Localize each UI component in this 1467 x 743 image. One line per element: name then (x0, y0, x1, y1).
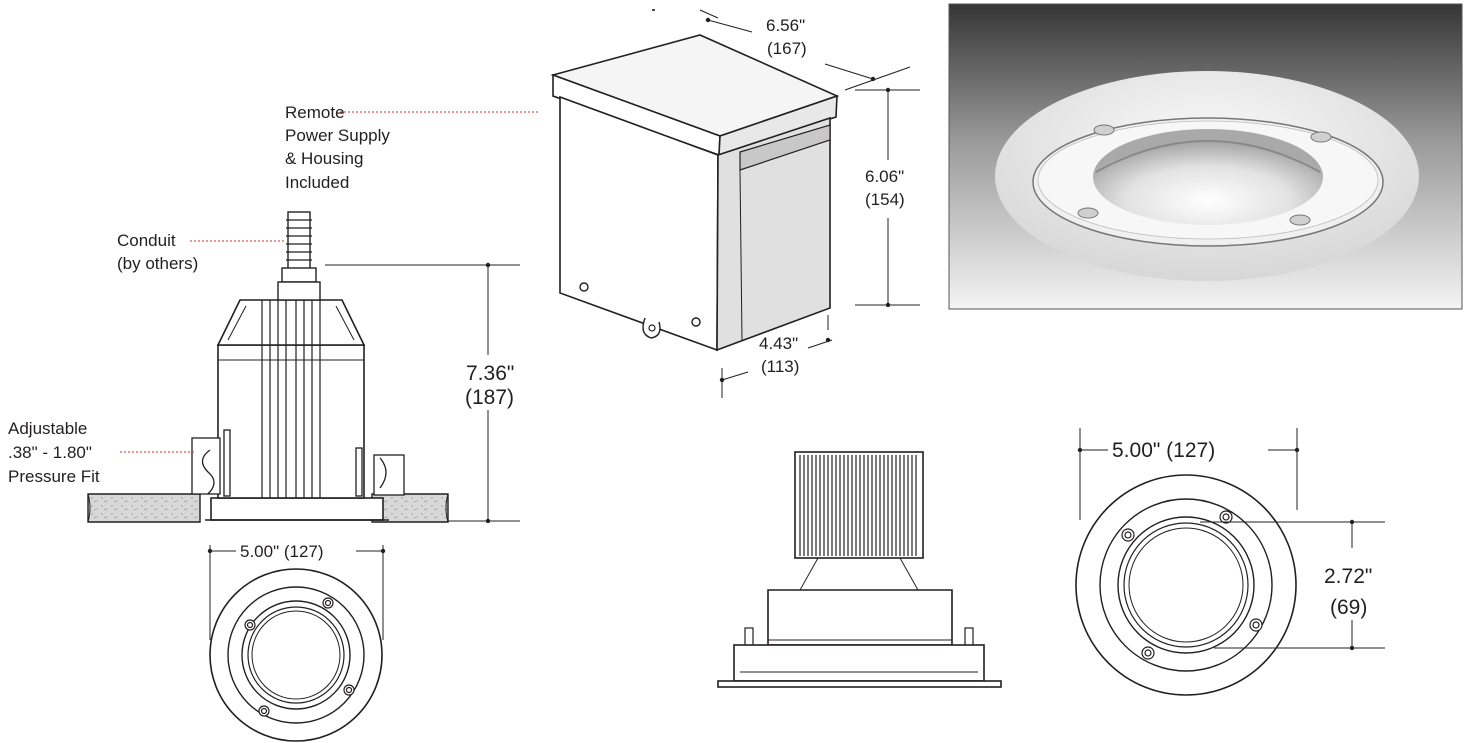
trim-bottom-view-small (207, 545, 386, 742)
callout-leaders (120, 111, 538, 453)
conduit (277, 211, 321, 301)
fixture-height-label: 7.36" (466, 362, 514, 385)
fixture-side-view (87, 211, 449, 523)
fixture-height-dimension-lines (325, 262, 520, 524)
box-width-mm-label: (167) (767, 39, 807, 58)
trim-bottom-view-large (1075, 428, 1385, 696)
aperture-mm-label: (69) (1330, 596, 1367, 619)
box-depth-label: 4.43" (759, 334, 798, 353)
remote-callout-line-3: & Housing (285, 149, 363, 168)
conduit-callout-line-2: (by others) (117, 254, 198, 273)
box-height-label: 6.06" (865, 167, 904, 186)
trim-diameter-small-label: 5.00" (127) (240, 542, 324, 561)
pressure-fit-clips (191, 429, 405, 497)
remote-callout-line-2: Power Supply (285, 126, 390, 145)
fixture-height-mm-label: (187) (465, 386, 514, 409)
adjustable-callout-line-2: .38" - 1.80" (8, 443, 92, 462)
trim-diameter-large-label: 5.00" (127) (1112, 439, 1215, 462)
box-width-label: 6.56" (766, 16, 805, 35)
remote-callout-line-1: Remote (285, 103, 345, 122)
product-photo (948, 3, 1463, 310)
box-dimension-lines (652, 9, 920, 398)
box-height-mm-label: (154) (865, 190, 905, 209)
box-depth-mm-label: (113) (761, 357, 799, 376)
aperture-label: 2.72" (1324, 565, 1372, 588)
conduit-callout-line-1: Conduit (117, 231, 176, 250)
adjustable-callout-line-3: Pressure Fit (8, 467, 100, 486)
adjustable-callout-line-1: Adjustable (8, 419, 87, 438)
callout-text: Remote Power Supply & Housing Included C… (8, 103, 390, 486)
remote-callout-line-4: Included (285, 173, 349, 192)
remote-power-supply-box (550, 34, 840, 352)
led-module-side-view (717, 451, 1002, 688)
dimension-text: 6.56" (167) 6.06" (154) 4.43" (113) 7.36… (240, 16, 1372, 619)
